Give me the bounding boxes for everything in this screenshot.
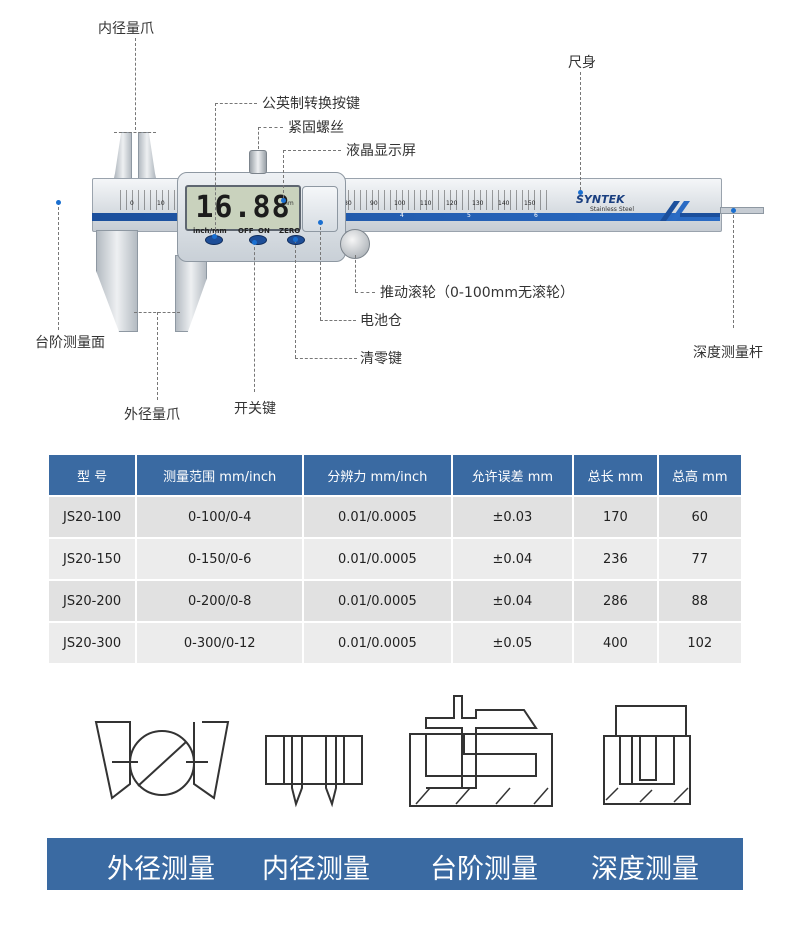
table-cell: JS20-200: [49, 581, 136, 621]
column-header: 总高 mm: [658, 455, 741, 495]
table-cell: 170: [574, 497, 657, 537]
outer-jaw-sliding: [175, 255, 207, 332]
lcd-display: 16.88: [185, 185, 301, 231]
depth-rod: [720, 207, 764, 214]
mode-label-depth: 深度测量: [591, 854, 699, 885]
table-cell: 286: [574, 581, 657, 621]
lcd-value: 16.88: [195, 190, 291, 225]
column-header: 分辨力 mm/inch: [304, 455, 451, 495]
label-step-face: 台阶测量面: [35, 335, 105, 351]
table-cell: 0.01/0.0005: [304, 539, 451, 579]
power-button[interactable]: [249, 235, 267, 245]
table-cell: ±0.04: [452, 581, 573, 621]
lcd-unit: mm: [282, 200, 294, 207]
inner-jaw-fixed: [114, 132, 132, 180]
column-header: 允许误差 mm: [452, 455, 573, 495]
table-cell: 102: [658, 623, 741, 663]
table-cell: 0.01/0.0005: [304, 581, 451, 621]
table-header-row: 型 号 测量范围 mm/inch 分辨力 mm/inch 允许误差 mm 总长 …: [49, 455, 741, 495]
inch-label: 4: [400, 212, 404, 219]
scale-label: 0: [130, 200, 134, 207]
mode-label-step: 台阶测量: [430, 854, 538, 885]
thumb-roller[interactable]: [340, 229, 370, 259]
table-cell: 77: [658, 539, 741, 579]
label-lcd: 液晶显示屏: [346, 143, 416, 159]
locking-screw[interactable]: [249, 150, 267, 174]
mode-label-outer: 外径测量: [107, 854, 215, 885]
table-cell: 400: [574, 623, 657, 663]
scale-band: [92, 213, 720, 221]
table-cell: 0-300/0-12: [137, 623, 303, 663]
outer-measure-diagram: [94, 721, 230, 800]
column-header: 型 号: [49, 455, 136, 495]
measurement-modes-banner: 外径测量 内径测量 台阶测量 深度测量: [47, 838, 743, 890]
table-cell: ±0.03: [452, 497, 573, 537]
label-outer-jaw: 外径量爪: [124, 407, 180, 423]
scale-label: 80: [344, 200, 352, 207]
label-battery: 电池仓: [360, 313, 402, 329]
table-cell: JS20-150: [49, 539, 136, 579]
label-power-key: 开关键: [234, 401, 276, 417]
label-unit-key: 公英制转换按键: [262, 96, 360, 112]
label-beam: 尺身: [568, 55, 596, 71]
spec-table: 型 号 测量范围 mm/inch 分辨力 mm/inch 允许误差 mm 总长 …: [47, 453, 743, 665]
brand-swoosh: [660, 201, 720, 221]
label-screw: 紧固螺丝: [288, 120, 344, 136]
scale-label: 90: [370, 200, 378, 207]
table-row: JS20-100 0-100/0-4 0.01/0.0005 ±0.03 170…: [49, 497, 741, 537]
button-label-zero: ZERO: [279, 227, 301, 235]
brand-subtitle: Stainless Steel: [590, 206, 635, 213]
column-header: 总长 mm: [574, 455, 657, 495]
inner-jaw-sliding: [138, 132, 156, 180]
label-zero-key: 清零键: [360, 351, 402, 367]
table-row: JS20-300 0-300/0-12 0.01/0.0005 ±0.05 40…: [49, 623, 741, 663]
brand-logo: SYNTEK: [576, 193, 625, 206]
table-cell: 236: [574, 539, 657, 579]
table-cell: JS20-300: [49, 623, 136, 663]
label-depth-rod: 深度测量杆: [693, 345, 763, 361]
table-cell: 60: [658, 497, 741, 537]
table-cell: 0-150/0-6: [137, 539, 303, 579]
scale-label: 130: [472, 200, 484, 207]
table-cell: 0-200/0-8: [137, 581, 303, 621]
table-cell: 0-100/0-4: [137, 497, 303, 537]
scale-label: 150: [524, 200, 536, 207]
table-cell: 0.01/0.0005: [304, 623, 451, 663]
table-row: JS20-200 0-200/0-8 0.01/0.0005 ±0.04 286…: [49, 581, 741, 621]
table-cell: JS20-100: [49, 497, 136, 537]
scale-label: 120: [446, 200, 458, 207]
scale-label: 100: [394, 200, 406, 207]
table-cell: 0.01/0.0005: [304, 497, 451, 537]
scale-label: 10: [157, 200, 165, 207]
column-header: 测量范围 mm/inch: [137, 455, 303, 495]
step-measure-diagram: [409, 695, 553, 807]
scale-label: 110: [420, 200, 432, 207]
table-cell: 88: [658, 581, 741, 621]
depth-measure-diagram: [603, 705, 691, 805]
mode-label-inner: 内径测量: [262, 854, 370, 885]
table-row: JS20-150 0-150/0-6 0.01/0.0005 ±0.04 236…: [49, 539, 741, 579]
button-label-inch: inch/mm: [193, 227, 227, 235]
label-inner-jaw: 内径量爪: [98, 21, 154, 37]
inner-measure-diagram: [265, 735, 363, 808]
label-roller: 推动滚轮（0-100mm无滚轮）: [380, 285, 574, 301]
inch-label: 6: [534, 212, 538, 219]
table-cell: ±0.04: [452, 539, 573, 579]
button-label-off: OFF: [238, 227, 254, 235]
outer-jaw-fixed: [96, 230, 138, 332]
button-label-on: ON: [258, 227, 270, 235]
inch-label: 5: [467, 212, 471, 219]
table-cell: ±0.05: [452, 623, 573, 663]
scale-label: 140: [498, 200, 510, 207]
